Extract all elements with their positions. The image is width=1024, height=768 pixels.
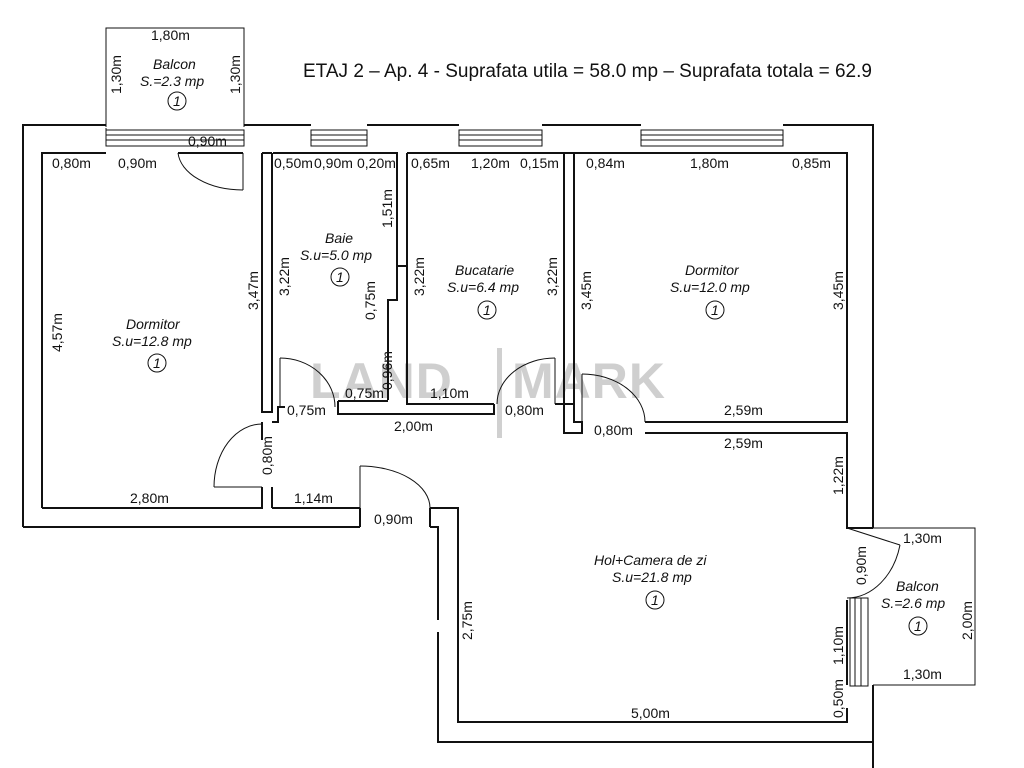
door-balcon-right <box>846 527 901 599</box>
dim-label: 0,85m <box>792 155 831 171</box>
room-num: 1 <box>651 592 659 608</box>
dimension-labels: 1,80m 0,90m 0,80m 0,90m 0,50m 0,90m 0,20… <box>49 27 975 721</box>
room-num: 1 <box>153 355 161 371</box>
room-num: 1 <box>173 93 181 109</box>
watermark-bar <box>497 348 502 438</box>
dim-label: 0,96m <box>379 351 395 390</box>
room-area: S.=2.3 mp <box>140 73 204 89</box>
dim-label: 2,00m <box>394 418 433 434</box>
room-name: Balcon <box>153 56 196 72</box>
room-hol: Hol+Camera de zi S.u=21.8 mp 1 <box>594 552 707 610</box>
room-baie: Baie S.u=5.0 mp 1 <box>300 230 372 287</box>
dim-label: 0,50m <box>274 155 313 171</box>
dim-label: 0,15m <box>520 155 559 171</box>
room-balcon-right: Balcon S.=2.6 mp 1 <box>881 578 945 636</box>
dim-label: 3,22m <box>411 257 427 296</box>
dim-label: 0,90m <box>118 155 157 171</box>
room-area: S.u=12.0 mp <box>670 279 750 295</box>
dim-label: 0,65m <box>411 155 450 171</box>
dim-label: 3,45m <box>830 271 846 310</box>
dim-label: 0,80m <box>594 422 633 438</box>
room-name: Dormitor <box>685 262 740 278</box>
dim-label: 1,30m <box>108 55 124 94</box>
dim-label: 1,20m <box>471 155 510 171</box>
door-bucatarie <box>496 357 556 405</box>
dim-label: 0,80m <box>259 436 275 475</box>
dim-label: 3,22m <box>276 257 292 296</box>
dim-label: 4,57m <box>49 313 65 352</box>
door-baie <box>279 357 336 408</box>
dim-label: 3,45m <box>578 271 594 310</box>
dim-label: 1,30m <box>903 666 942 682</box>
dim-label: 2,59m <box>724 402 763 418</box>
room-area: S.u=6.4 mp <box>447 279 519 295</box>
window-baie <box>310 129 368 147</box>
plan-header: ETAJ 2 – Ap. 4 - Suprafata utila = 58.0 … <box>303 61 872 82</box>
dim-label: 1,14m <box>294 490 333 506</box>
door-balcon-top <box>177 152 244 191</box>
dim-label: 5,00m <box>631 705 670 721</box>
dim-label: 3,47m <box>245 271 261 310</box>
dim-label: 1,51m <box>379 189 395 228</box>
door-dormitor-left <box>213 423 263 488</box>
dim-label: 1,22m <box>830 456 846 495</box>
room-name: Baie <box>325 230 353 246</box>
dim-label: 0,90m <box>188 133 227 149</box>
outer-walls <box>22 124 874 768</box>
dim-label: 0,75m <box>362 281 378 320</box>
dim-label: 1,30m <box>903 530 942 546</box>
dim-label: 2,59m <box>724 435 763 451</box>
dim-label: 2,80m <box>130 490 169 506</box>
room-num: 1 <box>914 618 922 634</box>
room-name: Hol+Camera de zi <box>594 552 707 568</box>
dim-label: 1,80m <box>690 155 729 171</box>
room-area: S.=2.6 mp <box>881 595 945 611</box>
room-num: 1 <box>483 302 491 318</box>
room-dormitor-left: Dormitor S.u=12.8 mp 1 <box>112 316 192 373</box>
dim-label: 0,84m <box>586 155 625 171</box>
dim-label: 0,20m <box>357 155 396 171</box>
window-dormitor-right <box>640 129 784 147</box>
door-dormitor-right <box>581 373 646 423</box>
window-bucatarie <box>458 129 543 147</box>
dim-label: 0,90m <box>853 546 869 585</box>
dim-label: 1,10m <box>830 626 846 665</box>
dim-label: 2,75m <box>459 601 475 640</box>
dim-label: 0,90m <box>314 155 353 171</box>
dim-label: 0,50m <box>830 679 846 718</box>
room-num: 1 <box>711 302 719 318</box>
watermark-left: LAND <box>310 353 453 409</box>
dim-label: 0,75m <box>287 402 326 418</box>
room-area: S.u=12.8 mp <box>112 333 192 349</box>
room-area: S.u=5.0 mp <box>300 247 372 263</box>
window-balcon-top <box>105 129 245 147</box>
dim-label: 0,80m <box>505 402 544 418</box>
watermark-right: MARK <box>512 353 666 409</box>
room-balcon-top: Balcon S.=2.3 mp 1 <box>140 56 204 111</box>
interior-walls <box>261 152 976 687</box>
dim-label: 0,80m <box>52 155 91 171</box>
dim-label: 1,10m <box>430 385 469 401</box>
room-name: Dormitor <box>126 316 181 332</box>
dim-label: 1,30m <box>227 55 243 94</box>
dim-label: 1,80m <box>151 27 190 43</box>
dim-label: 2,00m <box>959 601 975 640</box>
room-num: 1 <box>336 269 344 285</box>
room-name: Balcon <box>896 578 939 594</box>
room-area: S.u=21.8 mp <box>612 569 692 585</box>
dim-label: 0,75m <box>345 385 384 401</box>
door-entrance <box>359 465 431 509</box>
room-dormitor-right: Dormitor S.u=12.0 mp 1 <box>670 262 750 320</box>
room-name: Bucatarie <box>455 262 514 278</box>
dim-label: 3,22m <box>544 257 560 296</box>
room-bucatarie: Bucatarie S.u=6.4 mp 1 <box>447 262 519 320</box>
dim-label: 0,90m <box>374 511 413 527</box>
